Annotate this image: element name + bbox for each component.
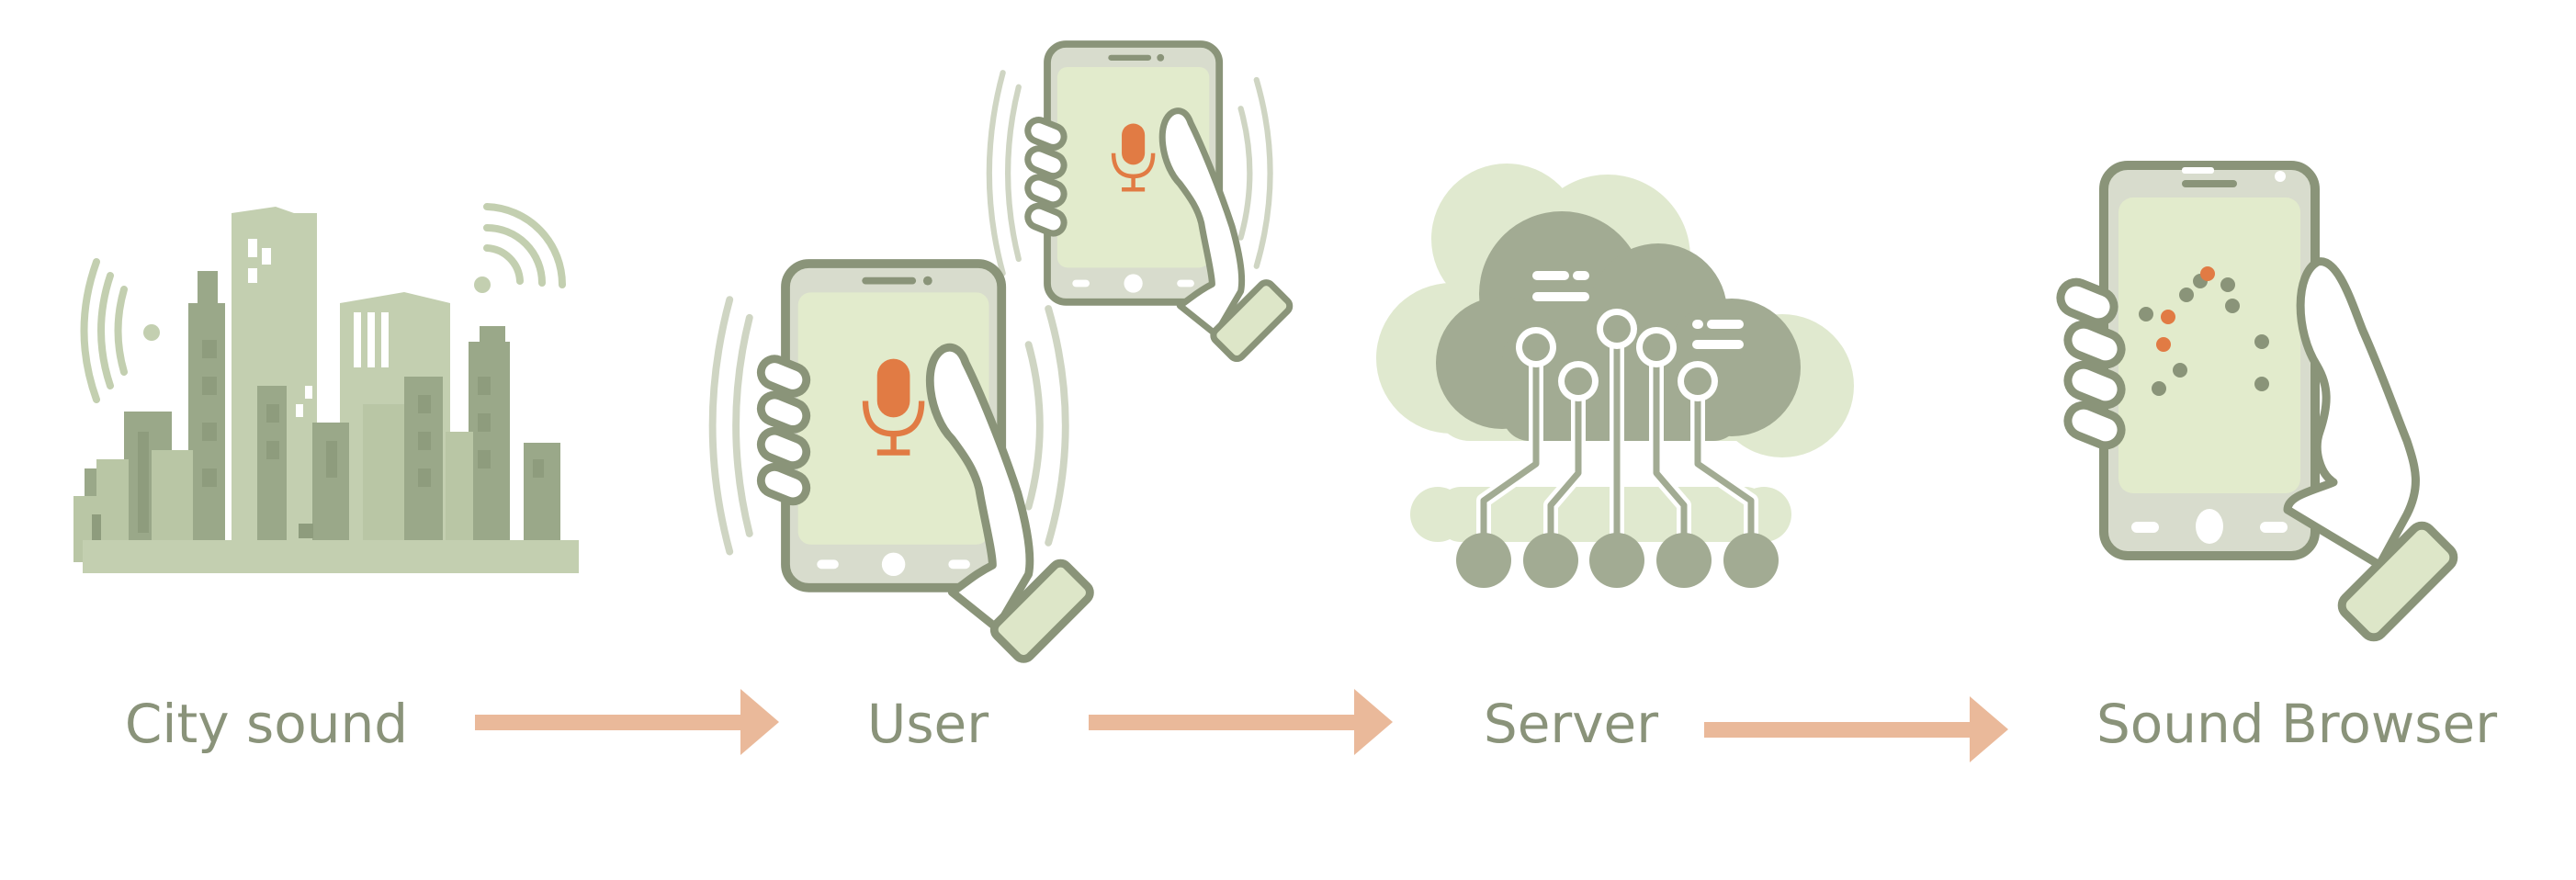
arrow-right-icon [475,689,779,755]
step-label-user: User [866,693,989,755]
step-label-sound-browser: Sound Browser [2096,693,2498,755]
step-label-city-sound: City sound [124,693,409,755]
arrow-right-icon [1089,689,1393,755]
arrow-right-icon [1704,696,2008,762]
step-label-server: Server [1483,693,1659,755]
hand-held-phone-microphone-icon [713,44,1293,662]
cloud-server-icon [1376,164,1854,588]
city-skyline-icon [73,203,579,573]
phone-map-icon [2056,161,2458,642]
